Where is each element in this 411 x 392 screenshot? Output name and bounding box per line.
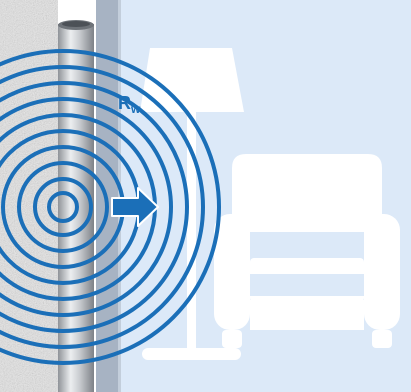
rw-label-main: R <box>118 93 131 113</box>
rw-label-sub: w <box>130 102 141 116</box>
